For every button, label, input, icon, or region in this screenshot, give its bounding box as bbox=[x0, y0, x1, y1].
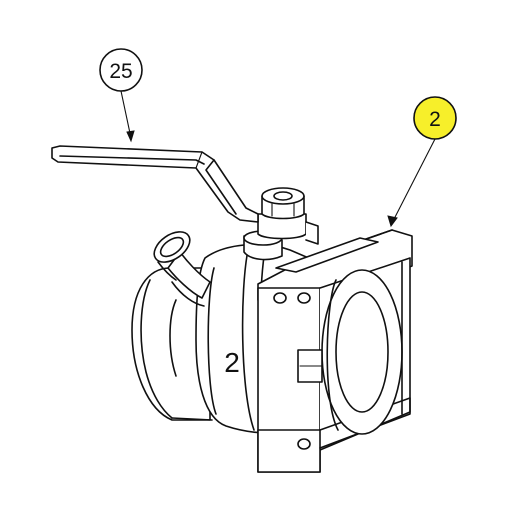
stem-nut bbox=[243, 187, 319, 261]
left-end-cap bbox=[131, 267, 213, 421]
callout-25-leader bbox=[120, 90, 132, 139]
callout-25-label: 25 bbox=[109, 60, 132, 83]
outlet-tube bbox=[153, 231, 211, 307]
callout-2-leader bbox=[391, 138, 436, 224]
callout-25: 25 bbox=[99, 48, 143, 143]
body-marking: 2 bbox=[224, 347, 240, 378]
end-cap bbox=[257, 229, 413, 473]
callout-2: 2 bbox=[387, 96, 457, 228]
callout-25-arrow bbox=[126, 130, 135, 143]
callout-2-arrow bbox=[387, 215, 398, 228]
handle-lever[interactable] bbox=[51, 145, 259, 223]
callout-2-label: 2 bbox=[429, 108, 441, 131]
